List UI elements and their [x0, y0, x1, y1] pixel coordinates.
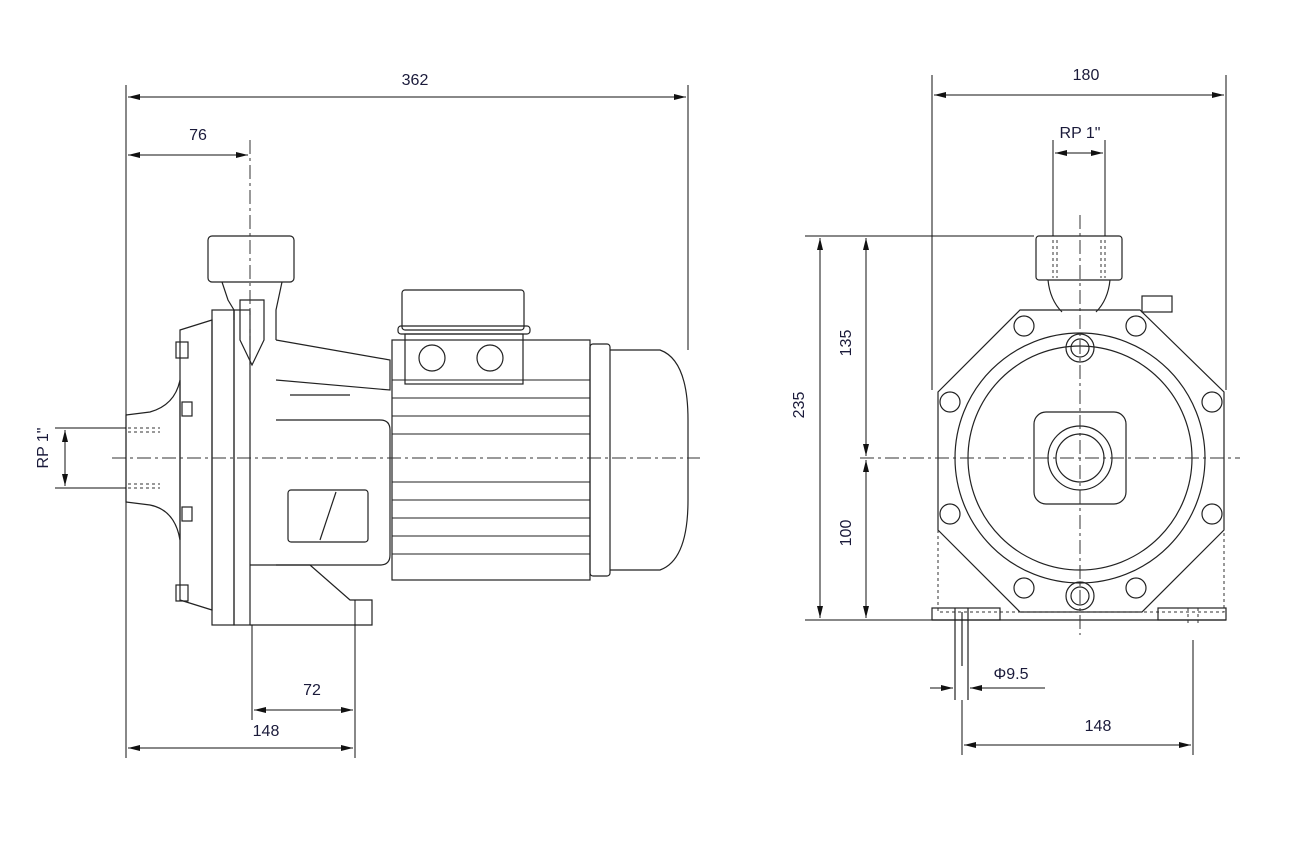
dim-total-height: 235: [791, 391, 808, 419]
dim-outlet-thread: RP 1": [1059, 125, 1101, 142]
dim-foot-length: 148: [252, 723, 280, 740]
motor-fins: [392, 379, 590, 555]
dim-hole-diameter: Φ9.5: [993, 666, 1029, 683]
dim-inlet-thread: RP 1": [35, 427, 52, 469]
dim-width: 180: [1072, 67, 1100, 84]
dim-outlet-offset: 76: [189, 127, 207, 144]
side-view-pump: [112, 140, 700, 626]
dim-shaft-height: 100: [838, 519, 855, 547]
front-view-pump: [860, 215, 1240, 700]
dim-upper-height: 135: [838, 329, 855, 357]
front-view-dimensions: [805, 75, 1227, 755]
dim-overall-length: 362: [401, 72, 429, 89]
dim-foot-hole-spacing: 72: [303, 682, 321, 699]
dim-front-foot-spacing: 148: [1084, 718, 1112, 735]
bolt-holes: [939, 315, 1223, 611]
side-view-dimensions: [55, 85, 689, 758]
